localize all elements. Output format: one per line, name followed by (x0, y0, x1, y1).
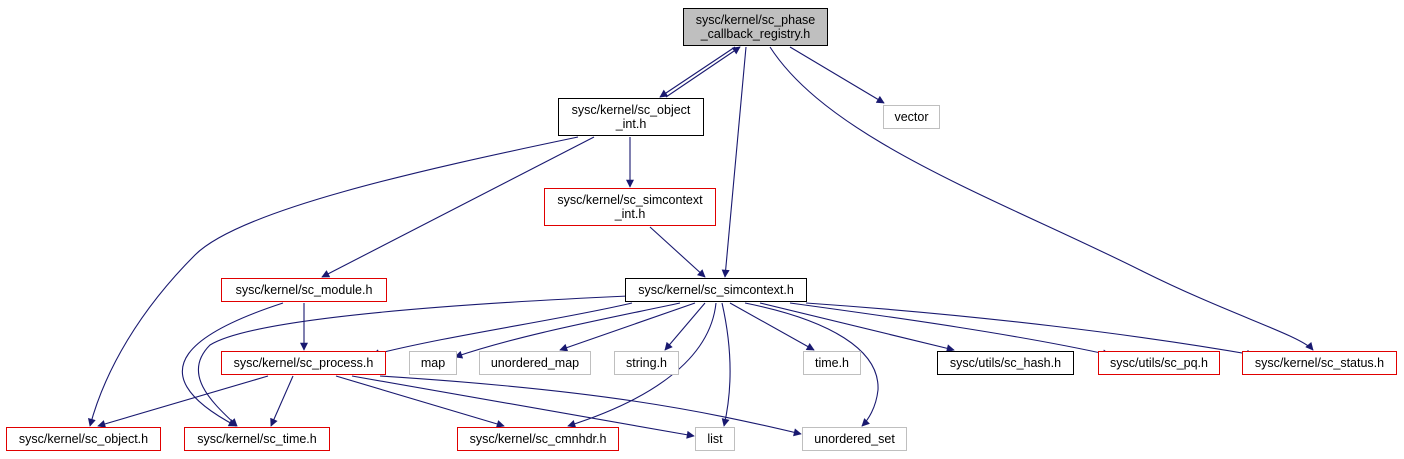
node-unordered-set[interactable]: unordered_set (802, 427, 907, 451)
node-simcontext[interactable]: sysc/kernel/sc_simcontext.h (625, 278, 807, 302)
edge-simcontext-to-unordered_set (744, 302, 879, 427)
edge-simcontext-to-process (371, 302, 633, 358)
edge-process-to-sctime (270, 375, 294, 427)
edge-simcontext-to-hash (759, 302, 955, 353)
edge-process-to-unordered_set (379, 375, 802, 437)
edge-simcontext_int-to-simcontext (649, 226, 706, 278)
node-simcontext-int[interactable]: sysc/kernel/sc_simcontext _int.h (544, 188, 716, 226)
edge-simcontext-to-map (454, 302, 681, 359)
edge-object_int-to-root (665, 46, 741, 98)
edge-process-to-list (351, 375, 695, 439)
edge-root-to-vector (789, 46, 885, 104)
edge-process-to-object (97, 375, 269, 428)
edge-process-to-cmnhdr (335, 375, 505, 428)
edge-simcontext-to-status (805, 302, 1255, 358)
edge-simcontext-to-sctime (197, 295, 629, 427)
edge-object_int-to-object (88, 136, 579, 427)
edge-simcontext-to-list (721, 302, 731, 427)
node-pq[interactable]: sysc/utils/sc_pq.h (1098, 351, 1220, 375)
node-unordered-map[interactable]: unordered_map (479, 351, 591, 375)
edge-simcontext-to-string (664, 302, 706, 351)
node-cmnhdr[interactable]: sysc/kernel/sc_cmnhdr.h (457, 427, 619, 451)
node-string[interactable]: string.h (614, 351, 679, 375)
node-object-int[interactable]: sysc/kernel/sc_object _int.h (558, 98, 704, 136)
node-status[interactable]: sysc/kernel/sc_status.h (1242, 351, 1397, 375)
edge-root-to-object_int (659, 46, 736, 98)
edge-object_int-to-module (321, 136, 595, 278)
edge-root-to-status (769, 46, 1314, 351)
edge-simcontext-to-time (729, 302, 815, 351)
node-module[interactable]: sysc/kernel/sc_module.h (221, 278, 387, 302)
node-time[interactable]: time.h (803, 351, 861, 375)
node-object[interactable]: sysc/kernel/sc_object.h (6, 427, 161, 451)
edge-simcontext-to-pq (789, 302, 1111, 358)
node-root[interactable]: sysc/kernel/sc_phase _callback_registry.… (683, 8, 828, 46)
edge-module-to-sctime (181, 302, 284, 427)
node-list[interactable]: list (695, 427, 735, 451)
node-hash[interactable]: sysc/utils/sc_hash.h (937, 351, 1074, 375)
node-process[interactable]: sysc/kernel/sc_process.h (221, 351, 386, 375)
node-map[interactable]: map (409, 351, 457, 375)
edge-simcontext-to-cmnhdr (567, 302, 717, 428)
edge-simcontext-to-unordered_map (559, 302, 696, 352)
edge-root-to-simcontext (721, 46, 747, 278)
node-vector[interactable]: vector (883, 105, 940, 129)
node-sctime[interactable]: sysc/kernel/sc_time.h (184, 427, 330, 451)
